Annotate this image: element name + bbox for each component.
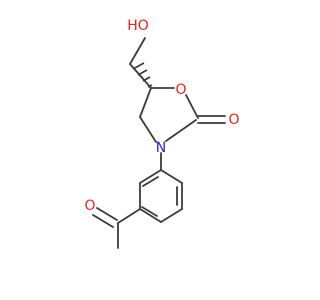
bond-ketone-double-a xyxy=(96,207,118,221)
carbonyl-oxygen-label: O xyxy=(228,112,239,128)
bond-o1-c2 xyxy=(185,94,199,119)
bond-c2-n3 xyxy=(165,119,197,142)
ring-oxygen-label: O xyxy=(175,82,186,98)
ketone-oxygen-label: O xyxy=(84,198,95,214)
bond-ketone-double-b xyxy=(92,214,114,228)
bond-n3-c4 xyxy=(139,116,157,143)
bond-ch2-c5 xyxy=(129,63,152,89)
phenyl-ring xyxy=(139,169,183,223)
molecule-structure: HO O O N O xyxy=(84,18,240,249)
ring-nitrogen-label: N xyxy=(156,140,166,156)
bond-ho-ch2 xyxy=(129,37,146,65)
bond-ar-acetyl xyxy=(117,208,141,224)
hydroxyl-label: HO xyxy=(127,18,149,34)
stereo-hash-bond xyxy=(132,62,153,88)
bond-c4-c5 xyxy=(139,87,152,118)
